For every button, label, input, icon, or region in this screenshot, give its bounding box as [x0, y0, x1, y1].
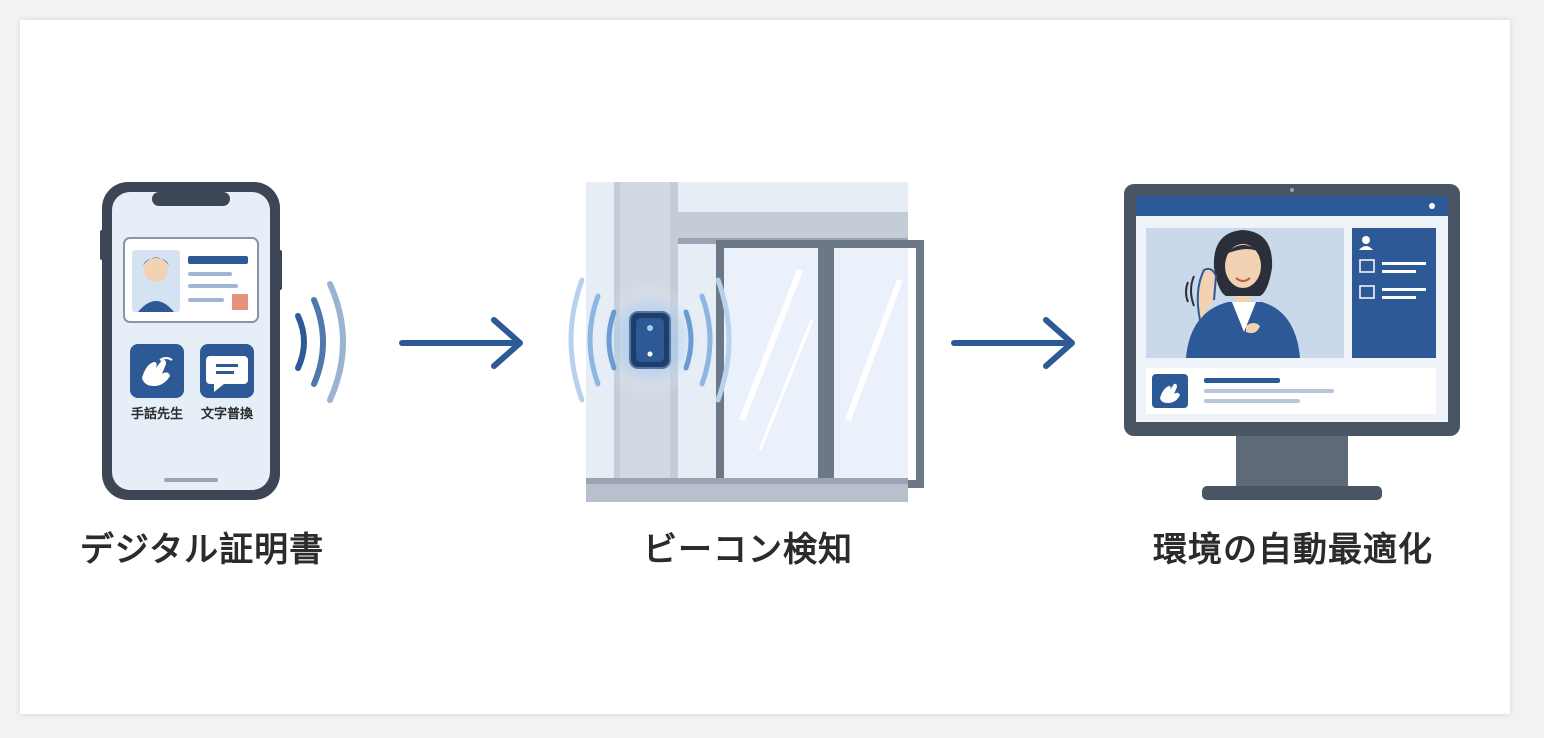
chat-app-label: 文字普換	[201, 406, 254, 422]
monitor-icon	[1124, 184, 1460, 500]
smartphone-icon: 手話先生 文字普換	[100, 182, 282, 500]
caption-bar	[1146, 368, 1436, 414]
profile-panel	[1352, 228, 1436, 358]
video-panel	[1146, 228, 1344, 358]
sign-language-app-icon	[130, 344, 184, 398]
door-icon	[586, 182, 924, 502]
arrow-right-icon	[399, 317, 523, 369]
step-label-beacon-detection: ビーコン検知	[643, 530, 853, 570]
sign-language-app-label: 手話先生	[131, 406, 183, 422]
step-label-auto-optimization: 環境の自動最適化	[1153, 530, 1433, 570]
signal-waves-icon	[295, 281, 346, 403]
chat-app-icon	[200, 344, 254, 398]
arrow-right-icon	[951, 317, 1075, 369]
beacon-icon	[568, 277, 732, 403]
step-label-digital-certificate: デジタル証明書	[79, 530, 325, 570]
id-card-icon	[123, 237, 259, 323]
